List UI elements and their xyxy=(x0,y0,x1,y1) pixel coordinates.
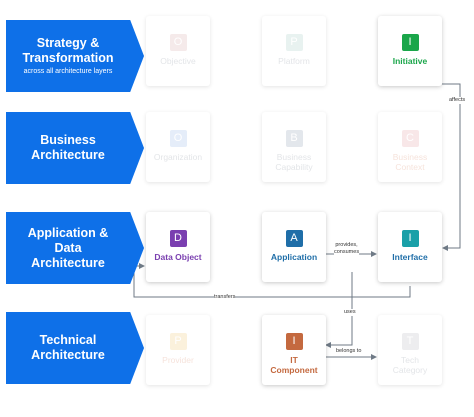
relation-transfers-label: transfers xyxy=(214,294,236,301)
layer-technical-architecture: Technical Architecture xyxy=(6,312,144,384)
relation-provides-consumes-label: provides, consumes xyxy=(334,242,360,255)
uses-line xyxy=(325,272,353,348)
transfers-line xyxy=(133,263,411,298)
layer-business-architecture: Business Architecture xyxy=(6,112,144,184)
card-organization[interactable]: O Organization xyxy=(146,112,210,182)
layer-title: Business Architecture xyxy=(31,133,105,162)
business-capability-badge: B xyxy=(285,130,303,147)
card-interface[interactable]: I Interface xyxy=(378,212,442,282)
card-initiative[interactable]: I Initiative xyxy=(378,16,442,86)
it-component-badge: I xyxy=(285,333,303,350)
card-label: Initiative xyxy=(392,56,428,66)
card-label: Interface xyxy=(392,252,428,262)
affects-line xyxy=(442,83,461,251)
card-label: Business Capability xyxy=(275,152,313,172)
layer-subtitle: across all architecture layers xyxy=(23,68,113,75)
layer-title: Technical Architecture xyxy=(31,333,105,362)
application-badge: A xyxy=(285,230,303,247)
card-platform[interactable]: P Platform xyxy=(262,16,326,86)
platform-badge: P xyxy=(285,34,303,51)
card-label: Organization xyxy=(153,152,203,162)
relation-uses-label: uses xyxy=(344,309,356,316)
relation-belongs-to-label: belongs to xyxy=(336,348,362,355)
card-provider[interactable]: P Provider xyxy=(146,315,210,385)
interface-badge: I xyxy=(401,230,419,247)
relation-affects-label: affects xyxy=(449,97,466,104)
data-object-badge: D xyxy=(169,230,187,247)
objective-badge: O xyxy=(169,34,187,51)
card-label: IT Component xyxy=(270,355,318,375)
organization-badge: O xyxy=(169,130,187,147)
card-tech-category[interactable]: T Tech Category xyxy=(378,315,442,385)
card-label: Data Object xyxy=(154,252,202,262)
tech-category-badge: T xyxy=(401,333,419,350)
card-business-capability[interactable]: B Business Capability xyxy=(262,112,326,182)
card-it-component[interactable]: I IT Component xyxy=(262,315,326,385)
card-application[interactable]: A Application xyxy=(262,212,326,282)
card-objective[interactable]: O Objective xyxy=(146,16,210,86)
provider-badge: P xyxy=(169,333,187,350)
layer-title: Application & Data Architecture xyxy=(27,225,109,270)
card-label: Business Context xyxy=(392,152,428,172)
card-data-object[interactable]: D Data Object xyxy=(146,212,210,282)
layer-application-data-architecture: Application & Data Architecture xyxy=(6,212,144,284)
layer-strategy-transformation: Strategy & Transformation across all arc… xyxy=(6,20,144,92)
layer-title: Strategy & Transformation xyxy=(22,36,114,65)
card-label: Platform xyxy=(278,56,310,66)
card-label: Application xyxy=(270,252,318,262)
business-context-badge: C xyxy=(401,130,419,147)
initiative-badge: I xyxy=(401,34,419,51)
card-label: Provider xyxy=(162,355,194,365)
card-label: Tech Category xyxy=(392,355,428,375)
card-label: Objective xyxy=(160,56,196,66)
card-business-context[interactable]: C Business Context xyxy=(378,112,442,182)
